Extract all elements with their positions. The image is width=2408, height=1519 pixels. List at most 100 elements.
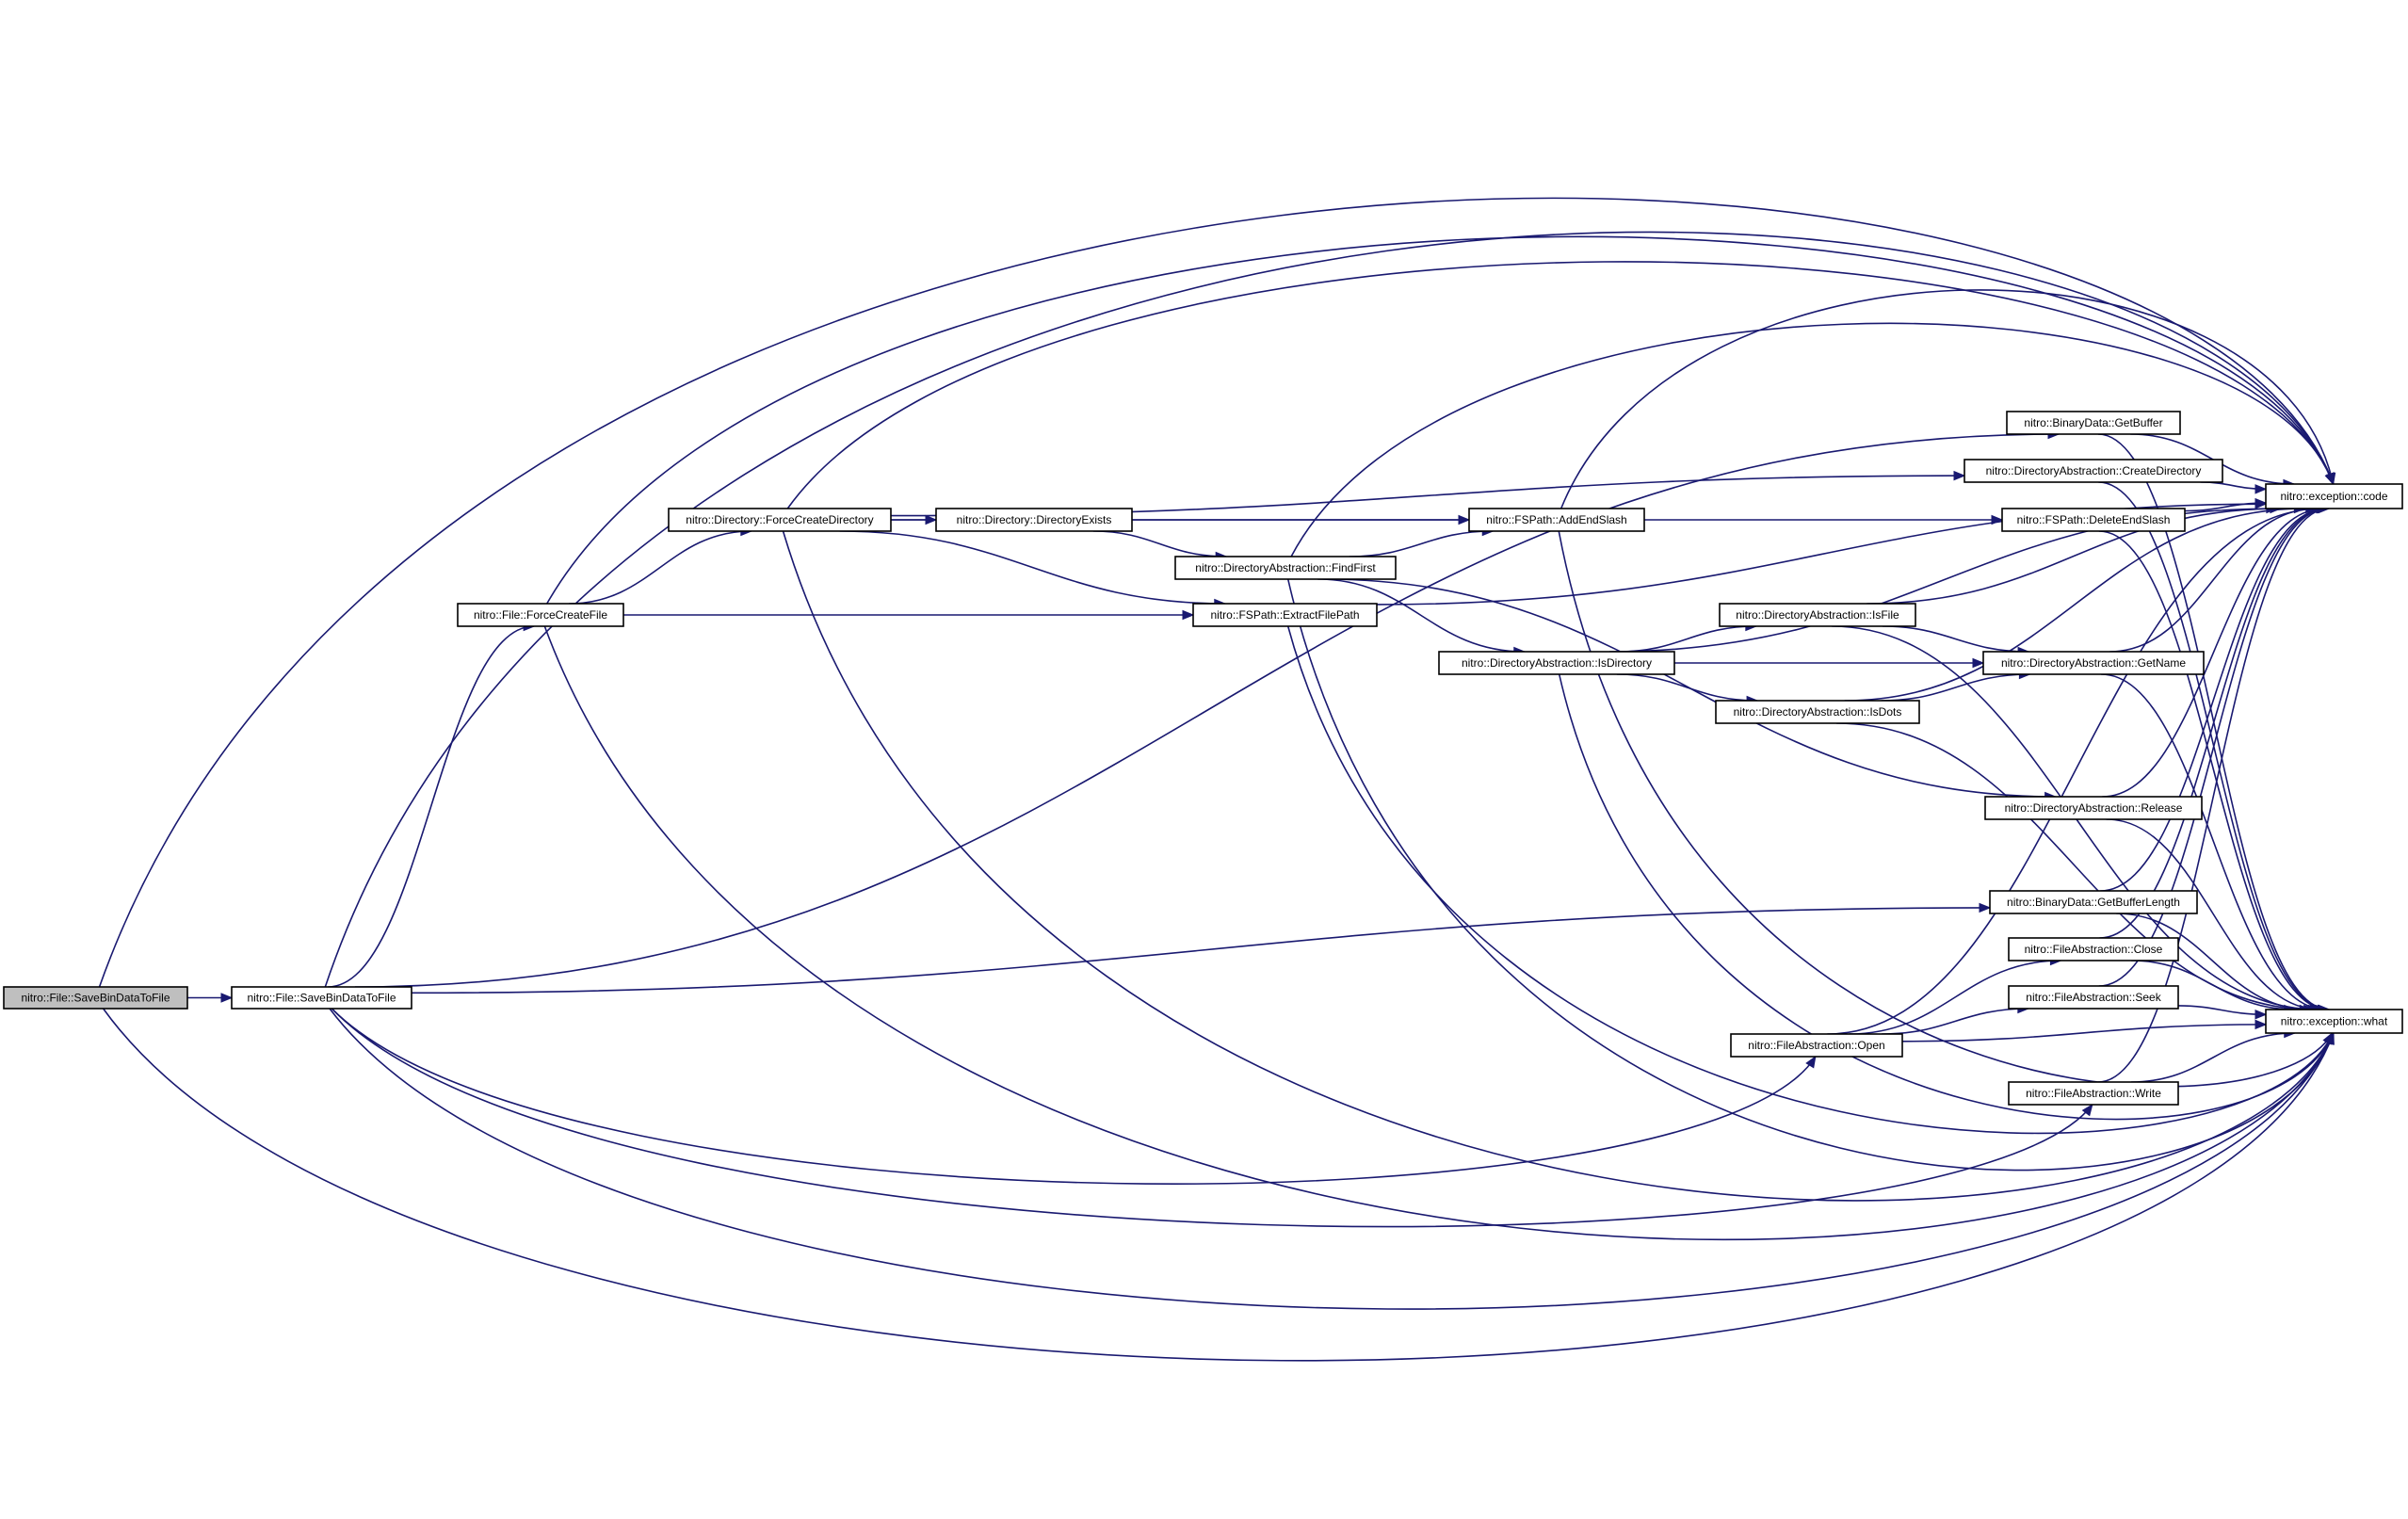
edge-line <box>2100 508 2327 892</box>
edge-line <box>324 231 2335 988</box>
edge-arrowhead <box>2254 1019 2268 1030</box>
node-isdots[interactable]: nitro::DirectoryAbstraction::IsDots <box>1715 700 1920 724</box>
edge-line <box>2099 508 2328 939</box>
edge-line <box>2102 508 2325 798</box>
node-rel[interactable]: nitro::DirectoryAbstraction::Release <box>1984 796 2203 820</box>
edge-line <box>98 197 2335 988</box>
node-box <box>1438 651 1675 675</box>
node-label: nitro::Directory::DirectoryExists <box>957 513 1112 526</box>
edge-dex-to-aes <box>1132 514 1471 525</box>
edge-isdots-to-what <box>1836 722 2316 1015</box>
edge-line <box>354 433 2060 988</box>
node-gbl[interactable]: nitro::BinaryData::GetBufferLength <box>1989 890 2198 914</box>
node-box <box>3 986 188 1010</box>
edge-line <box>1849 960 2061 1035</box>
node-des[interactable]: nitro::FSPath::DeleteEndSlash <box>2001 508 2186 532</box>
node-close[interactable]: nitro::FileAbstraction::Close <box>2008 937 2179 961</box>
node-label: nitro::exception::what <box>2281 1015 2388 1028</box>
edge-line <box>2109 508 2317 653</box>
node-label: nitro::Directory::ForceCreateDirectory <box>686 513 873 526</box>
edge-arrowhead <box>2254 497 2268 509</box>
edge-line <box>1558 673 2334 1121</box>
node-seek[interactable]: nitro::FileAbstraction::Seek <box>2008 985 2179 1010</box>
edge-line <box>839 530 1225 605</box>
node-root[interactable]: nitro::File::SaveBinDataToFile <box>3 986 188 1010</box>
edge-line <box>1867 508 2281 605</box>
node-label: nitro::DirectoryAbstraction::IsDirectory <box>1462 656 1652 670</box>
edge-line <box>331 1008 1817 1185</box>
node-label: nitro::DirectoryAbstraction::Release <box>2005 801 2183 815</box>
edge-open-to-seek <box>1882 1003 2030 1035</box>
node-box <box>668 508 892 532</box>
node-isfile[interactable]: nitro::DirectoryAbstraction::IsFile <box>1719 603 1916 627</box>
node-box <box>2008 937 2179 961</box>
node-gb[interactable]: nitro::BinaryData::GetBuffer <box>2006 411 2181 435</box>
edge-arrowhead <box>220 993 234 1003</box>
node-label: nitro::FileAbstraction::Open <box>1748 1039 1884 1052</box>
node-label: nitro::FileAbstraction::Write <box>2026 1087 2161 1100</box>
edge-cd-to-code <box>2200 481 2268 494</box>
edge-arrowhead <box>2326 472 2336 486</box>
edge-line <box>329 1008 2335 1310</box>
node-ff[interactable]: nitro::DirectoryAbstraction::FindFirst <box>1174 556 1397 580</box>
node-label: nitro::DirectoryAbstraction::FindFirst <box>1195 561 1376 574</box>
edge-line <box>1560 289 2335 509</box>
edge-arrowhead <box>2081 1103 2093 1117</box>
edge-line <box>543 625 2335 1241</box>
edge-line <box>546 235 2335 605</box>
edge-line <box>411 907 1991 994</box>
node-fcf[interactable]: nitro::File::ForceCreateFile <box>457 603 624 627</box>
edge-line <box>2098 530 2329 1010</box>
edge-save-to-fcf <box>328 621 536 988</box>
node-box <box>1989 890 2198 914</box>
node-label: nitro::FSPath::ExtractFilePath <box>1210 608 1359 622</box>
edge-line <box>1092 530 1227 558</box>
node-label: nitro::File::ForceCreateFile <box>474 608 607 622</box>
edge-fcf-to-fcd <box>569 525 753 605</box>
edge-save-to-open <box>331 1008 1817 1185</box>
edge-fcf-to-what <box>543 625 2335 1241</box>
edge-save-to-write <box>331 1008 2093 1228</box>
node-code[interactable]: nitro::exception::code <box>2265 483 2403 509</box>
node-box <box>231 986 412 1010</box>
node-box <box>457 603 624 627</box>
edge-line <box>2116 913 2311 1010</box>
node-aes[interactable]: nitro::FSPath::AddEndSlash <box>1468 508 1645 532</box>
node-dex[interactable]: nitro::Directory::DirectoryExists <box>935 508 1133 532</box>
node-fcd[interactable]: nitro::Directory::ForceCreateDirectory <box>668 508 892 532</box>
edge-line <box>328 625 535 988</box>
edge-save-to-gbl <box>411 902 1992 994</box>
node-box <box>1719 603 1916 627</box>
node-box <box>2001 508 2186 532</box>
node-isdir[interactable]: nitro::DirectoryAbstraction::IsDirectory <box>1438 651 1675 675</box>
edge-line <box>1349 530 1494 558</box>
edge-line <box>1901 1024 2267 1042</box>
edge-rel-to-code <box>2102 503 2326 798</box>
node-gn[interactable]: nitro::DirectoryAbstraction::GetName <box>1982 651 2205 675</box>
node-efp[interactable]: nitro::FSPath::ExtractFilePath <box>1192 603 1378 627</box>
node-label: nitro::BinaryData::GetBufferLength <box>2007 896 2180 909</box>
edge-line <box>2131 1032 2295 1083</box>
node-label: nitro::FSPath::AddEndSlash <box>1486 513 1626 526</box>
edge-line <box>1882 1008 2028 1035</box>
node-open[interactable]: nitro::FileAbstraction::Open <box>1730 1033 1903 1058</box>
node-box <box>2008 985 2179 1010</box>
edge-line <box>2101 673 2327 1010</box>
node-label: nitro::FileAbstraction::Close <box>2025 943 2163 956</box>
node-what[interactable]: nitro::exception::what <box>2265 1009 2403 1034</box>
edge-line <box>1827 508 2323 1035</box>
edge-line <box>102 1008 2335 1362</box>
edge-line <box>1836 722 2315 1010</box>
node-box <box>2006 411 2181 435</box>
node-box <box>1982 651 2205 675</box>
node-write[interactable]: nitro::FileAbstraction::Write <box>2008 1081 2179 1106</box>
edge-aes-to-code <box>1560 289 2336 509</box>
node-label: nitro::FileAbstraction::Seek <box>2026 991 2161 1004</box>
edge-arrowhead <box>1972 657 1985 669</box>
node-cd[interactable]: nitro::DirectoryAbstraction::CreateDirec… <box>1964 459 2223 483</box>
node-label: nitro::File::SaveBinDataToFile <box>247 992 396 1005</box>
node-box <box>1984 796 2203 820</box>
node-save[interactable]: nitro::File::SaveBinDataToFile <box>231 986 412 1010</box>
edge-line <box>2177 1005 2267 1016</box>
edge-arrowhead <box>2254 1010 2268 1020</box>
